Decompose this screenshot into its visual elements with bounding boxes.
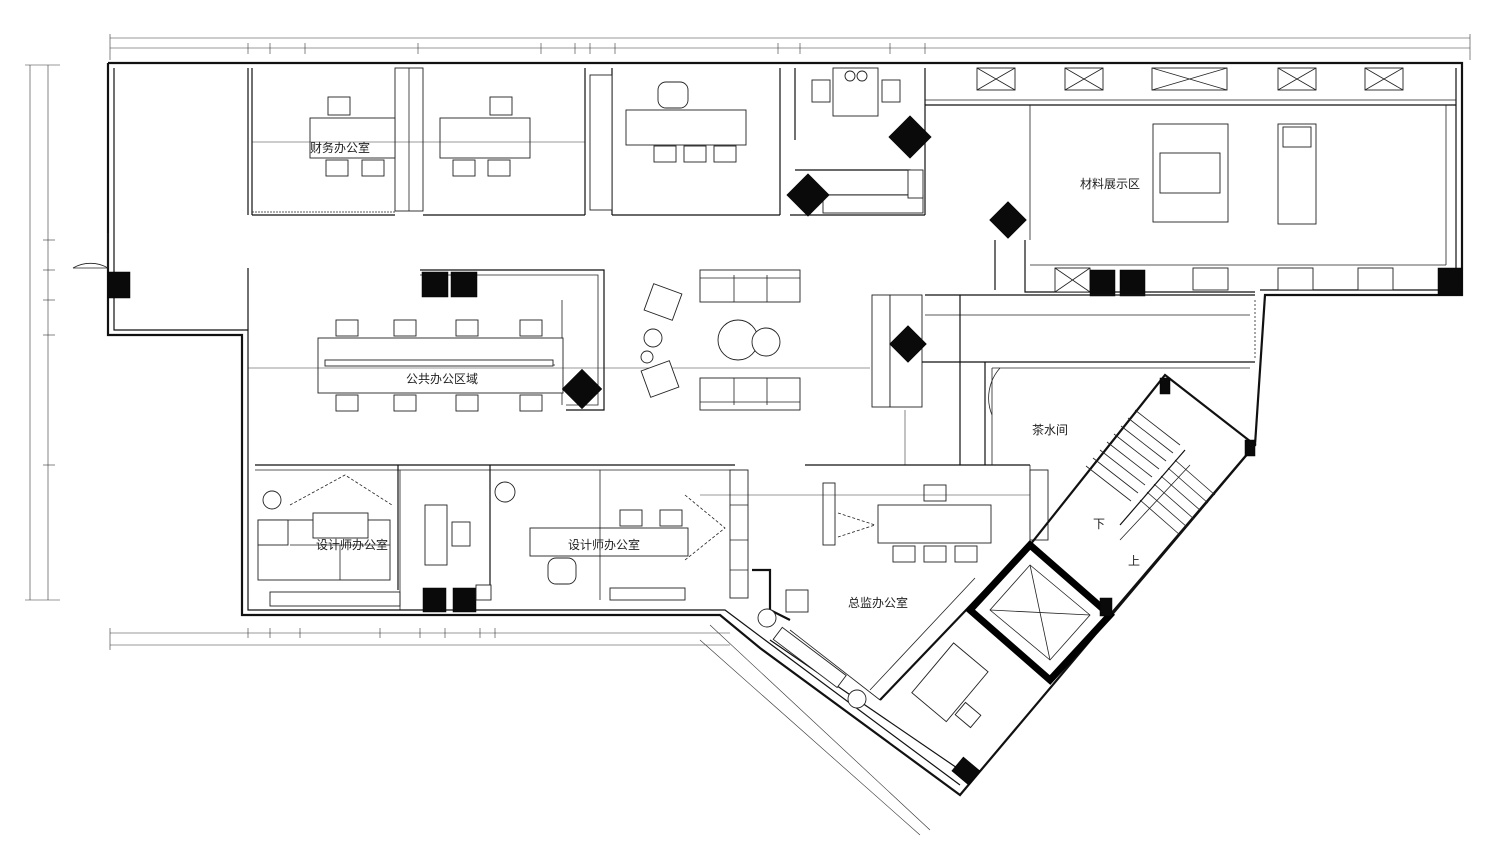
lounge bbox=[640, 269, 801, 411]
room-label-designer-2: 设计师办公室 bbox=[568, 537, 640, 552]
room-label-public: 公共办公区域 bbox=[406, 371, 478, 386]
director-office: 总监办公室 bbox=[700, 464, 1049, 628]
staircase-elevator: 下 上 bbox=[964, 373, 1257, 685]
top-partitions bbox=[247, 67, 926, 216]
left-dimension-lines bbox=[25, 64, 60, 601]
room-label-tea: 茶水间 bbox=[1032, 422, 1068, 437]
finance-office: 财务办公室 bbox=[252, 96, 585, 177]
designer-offices: 设计师办公室 设计师办公室 bbox=[255, 464, 749, 613]
room-label-finance: 财务办公室 bbox=[310, 140, 370, 155]
material-display-area: 材料展示区 bbox=[925, 67, 1463, 297]
central-partitions: 茶水间 bbox=[871, 294, 1255, 465]
meeting-room bbox=[589, 74, 747, 211]
room-label-director: 总监办公室 bbox=[848, 595, 908, 610]
bottom-dimension-lines bbox=[109, 624, 931, 836]
stair-down-label: 下 bbox=[1093, 517, 1105, 531]
stair-up-label: 上 bbox=[1128, 554, 1140, 568]
outer-walls bbox=[106, 61, 1464, 797]
room-label-designer-1: 设计师办公室 bbox=[316, 537, 388, 552]
room-label-material: 材料展示区 bbox=[1080, 177, 1140, 191]
small-room bbox=[786, 67, 932, 217]
top-dimension-lines bbox=[109, 34, 1471, 60]
public-office-area: 公共办公区域 bbox=[247, 268, 870, 412]
entrance bbox=[72, 233, 131, 299]
